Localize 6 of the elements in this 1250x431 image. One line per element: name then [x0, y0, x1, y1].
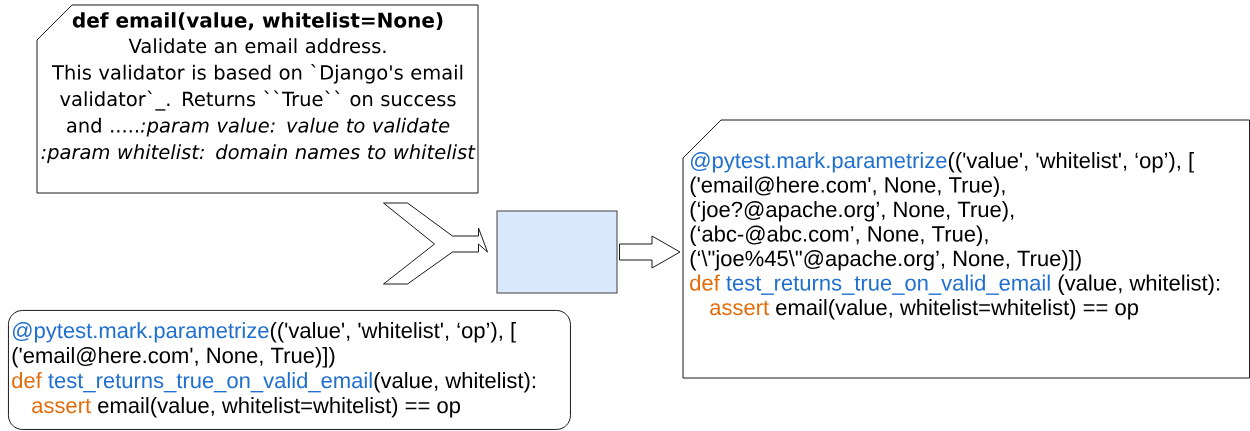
process-box: [496, 210, 618, 294]
code-box: @pytest.mark.parametrize(('value', 'whitelist', ‘op’), [ ('email@here.com', None, True)]) def test_returns_true_on_valid_email(value, whitelist): assert email(value, whitelist=whitelist) == op: [8, 310, 571, 430]
code-box: @pytest.mark.parametrize(('value', 'whitelist', ‘op’), [ ('email@here.com', None, True), (‘joe?@apache.org’, None, True), (‘abc-@abc.com’, None, True), (‘\"joe%45\"@apache.org’, None, True)]) def test_returns_true_on_valid_email (value, whitelist): assert email(value, whitelist=whitelist) == op: [682, 119, 1250, 379]
note-box: def email(value, whitelist=None) Validate an email address. This validator is based on `Django's email validator`_. Returns ``True`` on success and .....:param value: value to validate :param whitelist: domain names to whitelist: [36, 4, 479, 194]
merge-arrow: [383, 202, 488, 285]
block-arrow: [619, 235, 681, 269]
